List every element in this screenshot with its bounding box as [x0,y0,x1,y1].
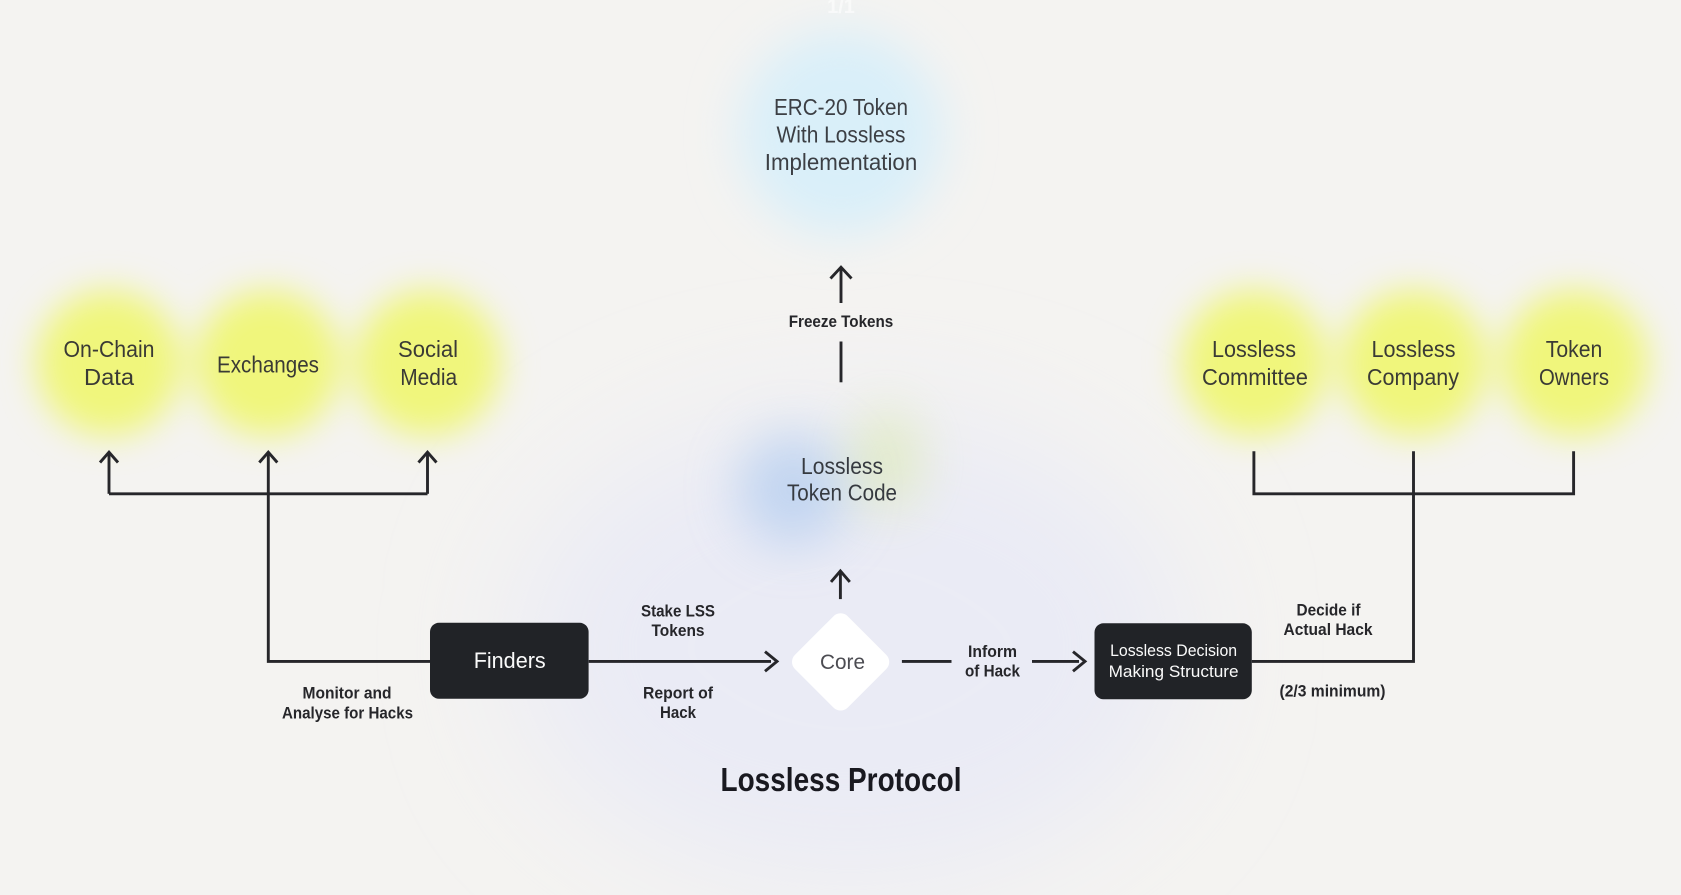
svg-text:Implementation: Implementation [765,149,918,175]
svg-text:Token: Token [1546,336,1603,362]
svg-text:Lossless: Lossless [801,453,883,479]
svg-text:Lossless: Lossless [1372,336,1456,362]
svg-text:Token Code: Token Code [787,480,897,506]
svg-text:Tokens: Tokens [652,621,705,640]
svg-text:Actual Hack: Actual Hack [1284,620,1373,639]
svg-text:Company: Company [1367,364,1459,390]
svg-text:Core: Core [820,651,865,674]
svg-text:Making Structure: Making Structure [1109,663,1239,681]
svg-text:Decide if: Decide if [1297,601,1361,620]
svg-text:With Lossless: With Lossless [777,122,906,148]
svg-text:On-Chain: On-Chain [64,336,155,362]
svg-text:Lossless Decision: Lossless Decision [1110,642,1237,660]
svg-text:Hack: Hack [660,703,696,722]
svg-text:of Hack: of Hack [965,662,1020,681]
svg-text:Freeze Tokens: Freeze Tokens [789,312,894,331]
svg-text:Committee: Committee [1202,364,1308,390]
svg-text:Analyse for Hacks: Analyse for Hacks [282,703,413,722]
svg-text:Stake LSS: Stake LSS [641,602,715,621]
svg-text:Data: Data [84,364,135,390]
svg-text:Finders: Finders [474,648,546,673]
svg-text:Media: Media [400,364,458,390]
svg-text:(2/3 minimum): (2/3 minimum) [1280,681,1386,700]
svg-text:Lossless: Lossless [1212,336,1296,362]
svg-text:Social: Social [398,336,458,362]
svg-text:Exchanges: Exchanges [217,352,319,378]
svg-text:ERC-20 Token: ERC-20 Token [774,94,908,120]
svg-text:1/1: 1/1 [827,0,855,18]
svg-text:Report of: Report of [643,684,713,703]
svg-text:Owners: Owners [1539,364,1609,390]
svg-text:Inform: Inform [968,642,1017,661]
svg-text:Lossless Protocol: Lossless Protocol [721,761,962,798]
svg-text:Monitor and: Monitor and [303,684,392,703]
